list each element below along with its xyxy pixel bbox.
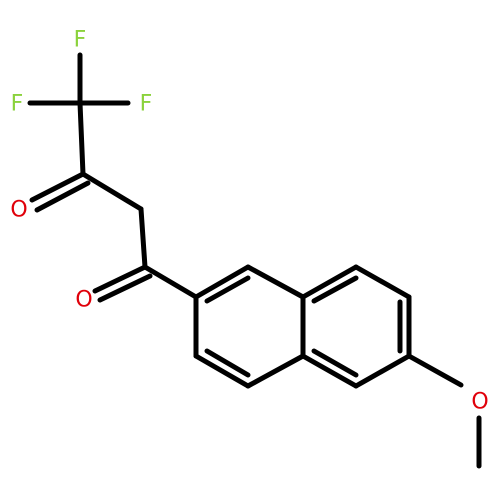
bonds — [27, 52, 482, 469]
bond-ch2-carbonyl2 — [138, 206, 148, 270]
bond-ring-b1 — [300, 264, 359, 300]
bond-carbonyl1-o-a — [29, 171, 86, 203]
bond-ring-b2 — [353, 264, 412, 300]
atom-labels: F F F O O O — [10, 28, 488, 415]
bond-carbonyl1-ch2 — [80, 171, 144, 212]
bond-ring-o-methoxy — [406, 353, 464, 388]
bond-carbonyl2-o-a — [92, 264, 148, 294]
bond-ring-a2 — [245, 264, 306, 300]
bond-ring-a5-inner — [204, 348, 251, 378]
bond-ring-a1 — [193, 264, 251, 300]
bond-ring-b5 — [300, 353, 359, 389]
bond-ring-a1-inner — [204, 275, 251, 304]
bond-ring-b1-inner — [311, 275, 359, 304]
atom-label-f3: F — [140, 92, 153, 117]
atom-label-o-methoxy: O — [471, 390, 488, 415]
bond-ring-a4 — [245, 353, 306, 389]
atom-label-f1: F — [74, 28, 87, 53]
atom-label-f2: F — [11, 92, 24, 117]
bond-ring-b4 — [353, 353, 412, 389]
atom-label-o-ketone-1: O — [10, 198, 27, 223]
bond-carbonyl1-o-b — [34, 180, 91, 213]
bond-carbonyl2-ring — [142, 264, 199, 300]
bond-carbonyl2-o-b — [97, 273, 153, 303]
atom-label-o-ketone-2: O — [75, 288, 92, 313]
bond-ring-b5-inner — [311, 348, 359, 378]
bond-ring-a5 — [193, 353, 251, 389]
bond-cf3-carbonyl — [77, 100, 86, 177]
